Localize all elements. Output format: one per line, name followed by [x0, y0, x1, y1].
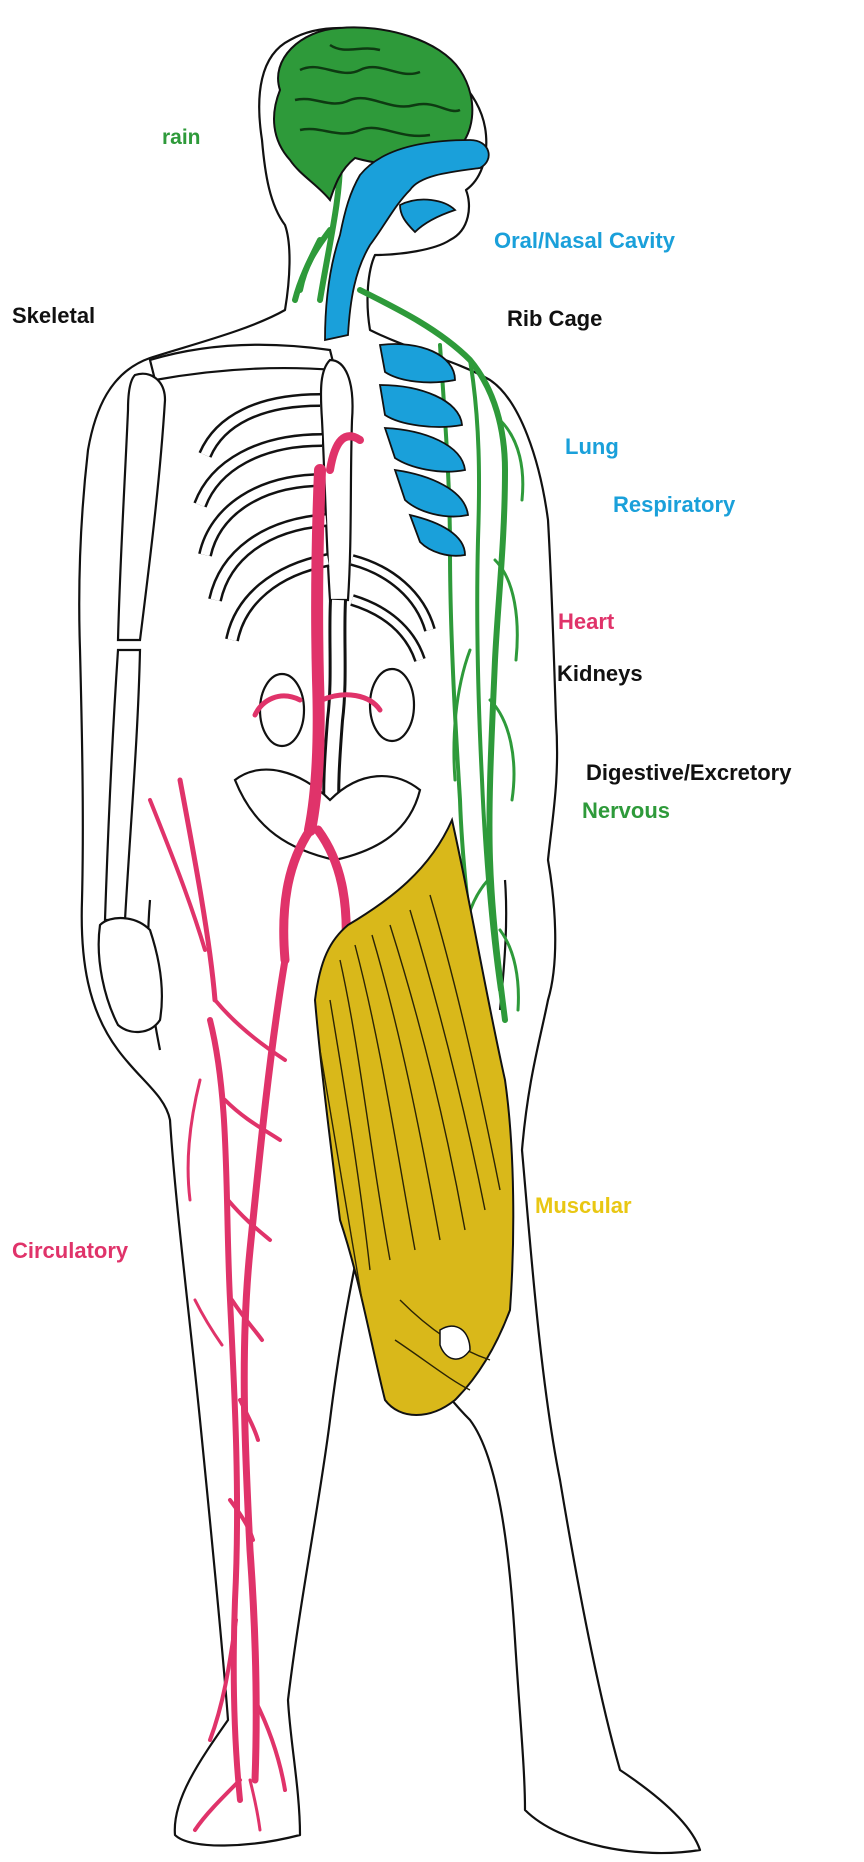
label-circulatory: Circulatory [12, 1240, 128, 1262]
label-brain: rain [162, 127, 201, 148]
label-nervous: Nervous [582, 800, 670, 822]
label-kidneys: Kidneys [557, 663, 643, 685]
label-oral-nasal-cavity: Oral/Nasal Cavity [494, 230, 675, 252]
label-skeletal: Skeletal [12, 305, 95, 327]
label-digestive-excretory: Digestive/Excretory [586, 762, 791, 784]
label-muscular: Muscular [535, 1195, 632, 1217]
label-rib-cage: Rib Cage [507, 308, 602, 330]
label-heart: Heart [558, 611, 614, 633]
label-respiratory: Respiratory [613, 494, 735, 516]
label-lung: Lung [565, 436, 619, 458]
